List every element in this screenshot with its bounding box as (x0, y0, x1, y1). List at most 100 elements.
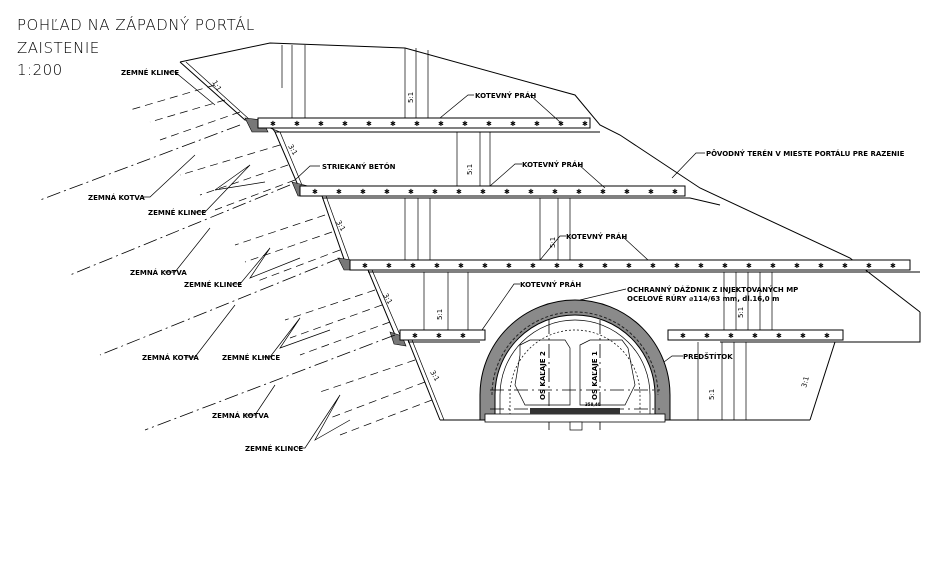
label-track-level: 358,40 (585, 402, 601, 407)
anchor-head-icon: ✱ (824, 332, 830, 340)
anchor-head-icon: ✱ (776, 332, 782, 340)
anchor-head-icon: ✱ (434, 262, 440, 270)
anchor-head-icon: ✱ (704, 332, 710, 340)
anchor-head-icon: ✱ (576, 188, 582, 196)
anchor-head-icon: ✱ (506, 262, 512, 270)
anchor-head-icon: ✱ (582, 120, 588, 128)
anchor-head-icon: ✱ (342, 120, 348, 128)
anchor-head-icon: ✱ (510, 120, 516, 128)
label-ground-anchor: ZEMNÁ KOTVA (142, 353, 199, 362)
label-soil-nails: ZEMNÉ KLINCE (148, 208, 206, 217)
anchor-head-icon: ✱ (482, 262, 488, 270)
label-ground-anchor: ZEMNÁ KOTVA (212, 411, 269, 420)
anchor-head-icon: ✱ (626, 262, 632, 270)
label-umbrella-line1: OCHRANNÝ DÁŽDNIK Z INJEKTOVANÝCH MP (627, 285, 798, 294)
label-shotcrete: STRIEKANÝ BETÓN (322, 162, 396, 171)
anchor-head-icon: ✱ (624, 188, 630, 196)
soil-nails (129, 84, 433, 436)
ratio-label: 3:1 (381, 292, 394, 306)
anchor-head-icon: ✱ (386, 262, 392, 270)
anchor-head-icon: ✱ (728, 332, 734, 340)
anchor-head-icon: ✱ (722, 262, 728, 270)
anchor-head-icon: ✱ (432, 188, 438, 196)
anchor-head-icon: ✱ (674, 262, 680, 270)
label-soil-nails: ZEMNÉ KLINCE (245, 444, 303, 453)
anchor-beam-4-left (399, 329, 486, 341)
ground-anchors (39, 124, 396, 431)
anchor-head-icon: ✱ (456, 188, 462, 196)
anchor-head-icon: ✱ (890, 262, 896, 270)
anchor-head-icon: ✱ (530, 262, 536, 270)
label-ground-anchor: ZEMNÁ KOTVA (130, 268, 187, 277)
label-umbrella-line2: OCELOVÉ RÚRY ⌀114/63 mm, dl.16,0 m (627, 294, 779, 303)
anchor-beam-1 (257, 117, 591, 129)
anchor-head-icon: ✱ (866, 262, 872, 270)
ratio-label: 3:1 (800, 376, 811, 389)
anchor-head-icon: ✱ (552, 188, 558, 196)
label-track2-axis: OS KAĽAJE 2 (539, 351, 547, 400)
vertical-anchors (281, 45, 773, 420)
anchor-head-icon: ✱ (680, 332, 686, 340)
bench-4-right (720, 341, 836, 421)
drawing-subtitle: ZAISTENIE (17, 39, 100, 57)
ratio-label: 5:1 (708, 389, 716, 400)
ratio-label: 3:1 (286, 143, 299, 157)
label-anchor-beam: KOTEVNÝ PRÁH (522, 160, 583, 169)
anchor-head-icon: ✱ (384, 188, 390, 196)
anchor-head-icon: ✱ (294, 120, 300, 128)
anchor-head-icon: ✱ (460, 332, 466, 340)
anchor-head-icon: ✱ (558, 120, 564, 128)
anchor-head-icon: ✱ (486, 120, 492, 128)
ratio-label: 5:1 (549, 237, 557, 248)
anchor-head-icon: ✱ (578, 262, 584, 270)
label-ground-anchor: ZEMNÁ KOTVA (88, 193, 145, 202)
label-anchor-beam: KOTEVNÝ PRÁH (566, 232, 627, 241)
ratio-label: 5:1 (466, 164, 474, 175)
label-soil-nails: ZEMNÉ KLINCE (222, 353, 280, 362)
anchor-head-icon: ✱ (794, 262, 800, 270)
ratio-label: 5:1 (407, 92, 415, 103)
anchor-head-icon: ✱ (752, 332, 758, 340)
anchor-head-icon: ✱ (480, 188, 486, 196)
label-canopy: PREDŠTÍTOK (683, 352, 733, 361)
anchor-beam-4-right (667, 329, 844, 341)
anchor-head-icon: ✱ (600, 188, 606, 196)
anchor-head-icon: ✱ (390, 120, 396, 128)
anchor-head-icon: ✱ (362, 262, 368, 270)
label-track1-axis: OS KAĽAJE 1 (591, 351, 599, 400)
excavation-slope (179, 61, 441, 421)
anchor-head-icon: ✱ (436, 332, 442, 340)
anchor-heads: ✱ ✱ ✱ ✱ ✱ ✱ ✱ ✱ ✱ ✱ ✱ ✱ ✱ ✱ ✱ ✱ ✱ ✱ ✱ ✱ ✱ ✱ ✱ ✱ ✱ ✱ ✱ ✱ ✱ ✱ ✱ ✱ ✱ ✱ ✱ ✱ ✱ ✱ ✱ ✱… (270, 120, 896, 340)
anchor-head-icon: ✱ (648, 188, 654, 196)
anchor-head-icon: ✱ (462, 120, 468, 128)
label-anchor-beam: KOTEVNÝ PRÁH (475, 91, 536, 100)
drawing-title: POHĽAD NA ZÁPADNÝ PORTÁL (17, 15, 255, 34)
bench-2 (322, 197, 721, 206)
ratio-label: 5:1 (737, 307, 745, 318)
tunnel-portal (479, 299, 671, 431)
label-anchor-beam: KOTEVNÝ PRÁH (520, 280, 581, 289)
anchor-beam-2 (299, 185, 686, 197)
anchor-head-icon: ✱ (528, 188, 534, 196)
label-original-terrain: PÔVODNÝ TERÉN V MIESTE PORTÁLU PRE RAZEN… (706, 149, 905, 158)
anchor-head-icon: ✱ (318, 120, 324, 128)
anchor-head-icon: ✱ (554, 262, 560, 270)
anchor-head-icon: ✱ (504, 188, 510, 196)
leader-lines (142, 71, 705, 449)
ratio-label: 5:1 (436, 309, 444, 320)
anchor-head-icon: ✱ (650, 262, 656, 270)
anchor-head-icon: ✱ (312, 188, 318, 196)
anchor-head-icon: ✱ (534, 120, 540, 128)
ratio-label: 3:1 (428, 369, 441, 383)
anchor-head-icon: ✱ (366, 120, 372, 128)
anchor-beam-3 (349, 259, 911, 271)
ratio-label: 3:1 (334, 219, 347, 233)
anchor-head-icon: ✱ (458, 262, 464, 270)
label-soil-nails: ZEMNÉ KLINCE (121, 68, 179, 77)
anchor-head-icon: ✱ (800, 332, 806, 340)
anchor-head-icon: ✱ (746, 262, 752, 270)
anchor-head-icon: ✱ (438, 120, 444, 128)
anchor-head-icon: ✱ (770, 262, 776, 270)
